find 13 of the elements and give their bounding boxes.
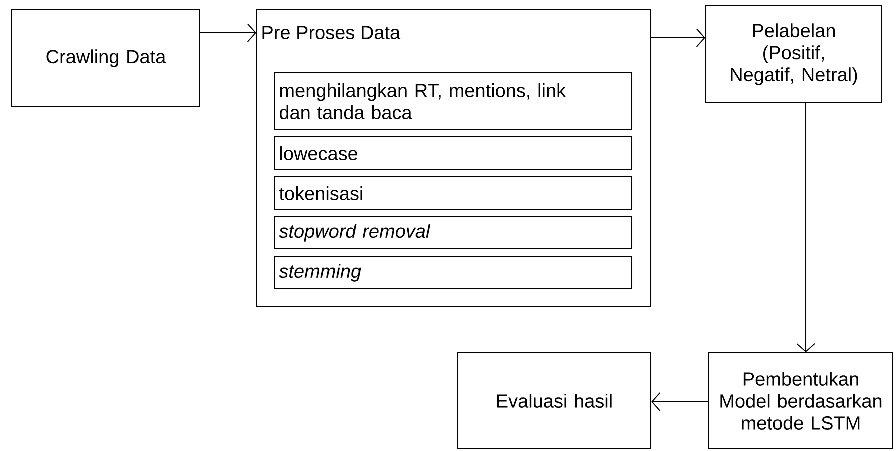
step-box: lowecase [274, 136, 632, 170]
arrow [796, 103, 816, 352]
step-box: stopword removal [274, 216, 632, 250]
step-box: tokenisasi [274, 176, 632, 210]
arrow [651, 28, 706, 48]
process-box: Crawling Data [12, 10, 200, 108]
arrow [652, 392, 709, 412]
arrow [200, 24, 256, 42]
step-box: menghilangkan RT, mentions, link dan tanda baca [274, 72, 632, 130]
process-box: Pembentukan Model berdasarkan metode LSTM [708, 352, 894, 450]
process-box: Pelabelan (Positif, Negatif, Netral) [706, 6, 882, 104]
step-box: stemming [274, 256, 632, 290]
process-box: Evaluasi hasil [458, 352, 652, 450]
